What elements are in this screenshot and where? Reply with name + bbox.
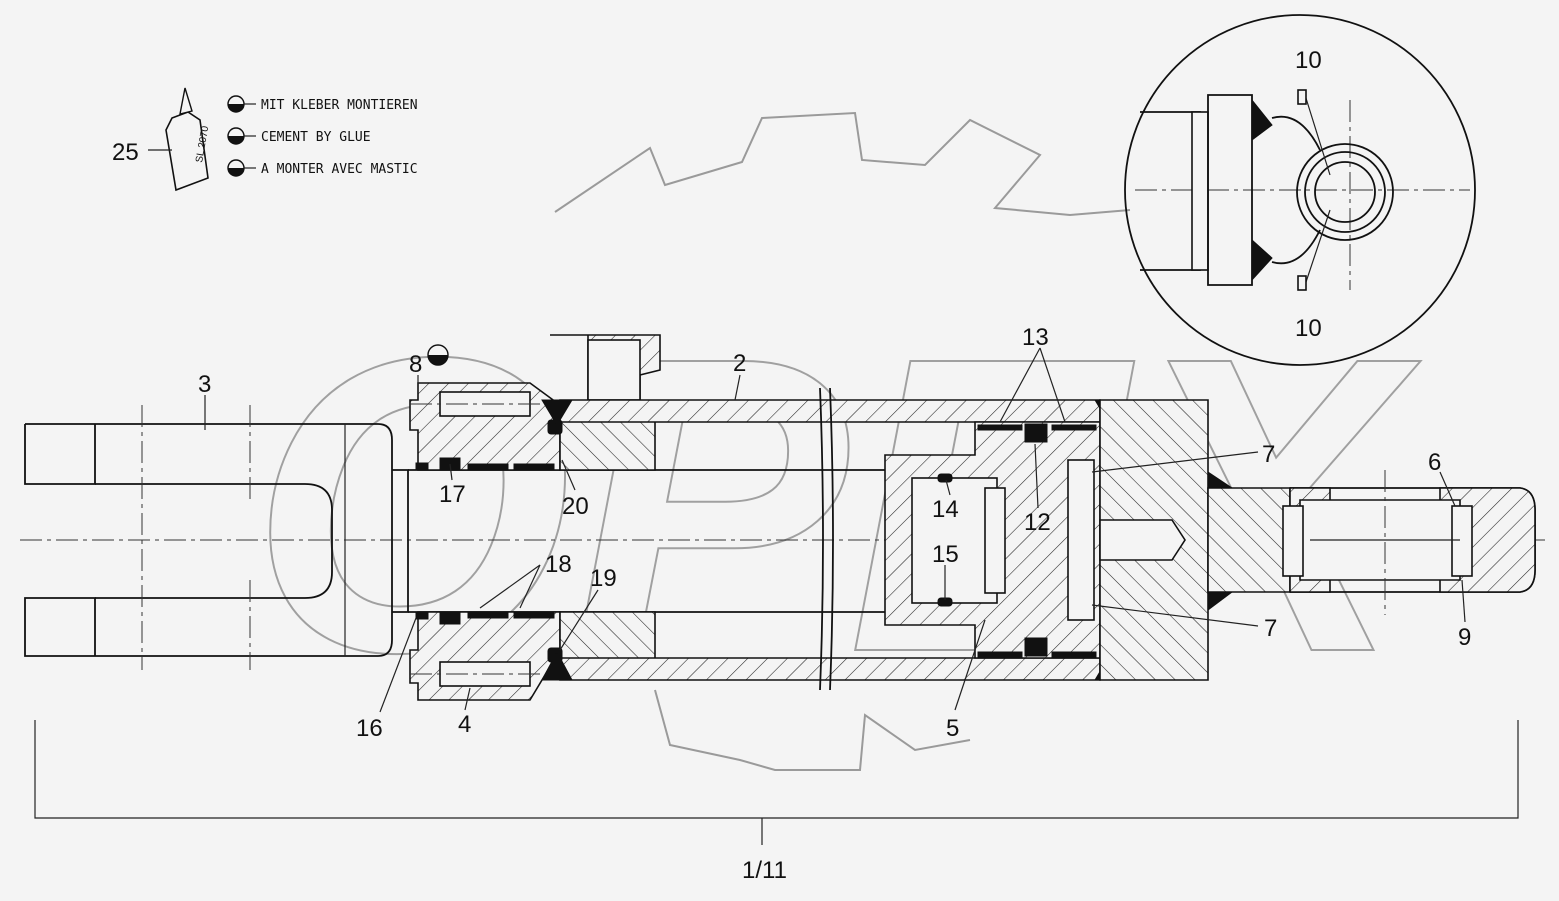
cylinder-section [20, 334, 1545, 701]
callout-6: 6 [1428, 449, 1441, 476]
glue-legend: SL 2070 25 MIT KLEBER MONTIEREN CEMENT B… [112, 87, 418, 192]
callout-19: 19 [590, 565, 617, 592]
callout-2: 2 [733, 350, 746, 377]
callout-10-bottom: 10 [1295, 315, 1322, 342]
guide-body-top [559, 419, 656, 471]
break-line [819, 387, 834, 691]
guide-body-bottom [559, 611, 656, 661]
callout-17: 17 [439, 481, 466, 508]
callout-labels: 3 8 2 17 20 18 19 16 4 13 14 12 15 5 7 7… [198, 324, 1471, 884]
half-filled-circle-icon [227, 159, 256, 177]
callout-7-top: 7 [1262, 441, 1275, 468]
leader-lines [204, 347, 1466, 713]
callout-5: 5 [946, 715, 959, 742]
callout-assembly: 1/11 [742, 857, 787, 884]
rod-clevis [24, 405, 393, 670]
callout-8: 8 [409, 351, 422, 378]
glue-bottle-icon: SL 2070 [165, 87, 211, 192]
callout-4: 4 [458, 711, 471, 738]
callout-15: 15 [932, 541, 959, 568]
callout-14: 14 [932, 496, 959, 523]
callout-12: 12 [1024, 509, 1051, 536]
bottom-eye-stem [1207, 487, 1291, 593]
callout-7-bottom: 7 [1264, 615, 1277, 642]
callout-13: 13 [1022, 324, 1049, 351]
half-filled-circle-icon [227, 127, 256, 145]
callout-18: 18 [545, 551, 572, 578]
legend-line-de: MIT KLEBER MONTIEREN [261, 98, 418, 113]
half-filled-circle-icon [427, 344, 449, 366]
callout-3: 3 [198, 371, 211, 398]
callout-9: 9 [1458, 624, 1471, 651]
legend-line-fr: A MONTER AVEC MASTIC [261, 162, 418, 177]
callout-20: 20 [562, 493, 589, 520]
callout-25: 25 [112, 139, 139, 166]
callout-10-top: 10 [1295, 47, 1322, 74]
eye-detail-view: 10 10 [1124, 14, 1476, 366]
legend-line-en: CEMENT BY GLUE [261, 130, 371, 145]
assembly-bracket [34, 720, 1519, 845]
half-filled-circle-icon [227, 95, 256, 113]
callout-16: 16 [356, 715, 383, 742]
